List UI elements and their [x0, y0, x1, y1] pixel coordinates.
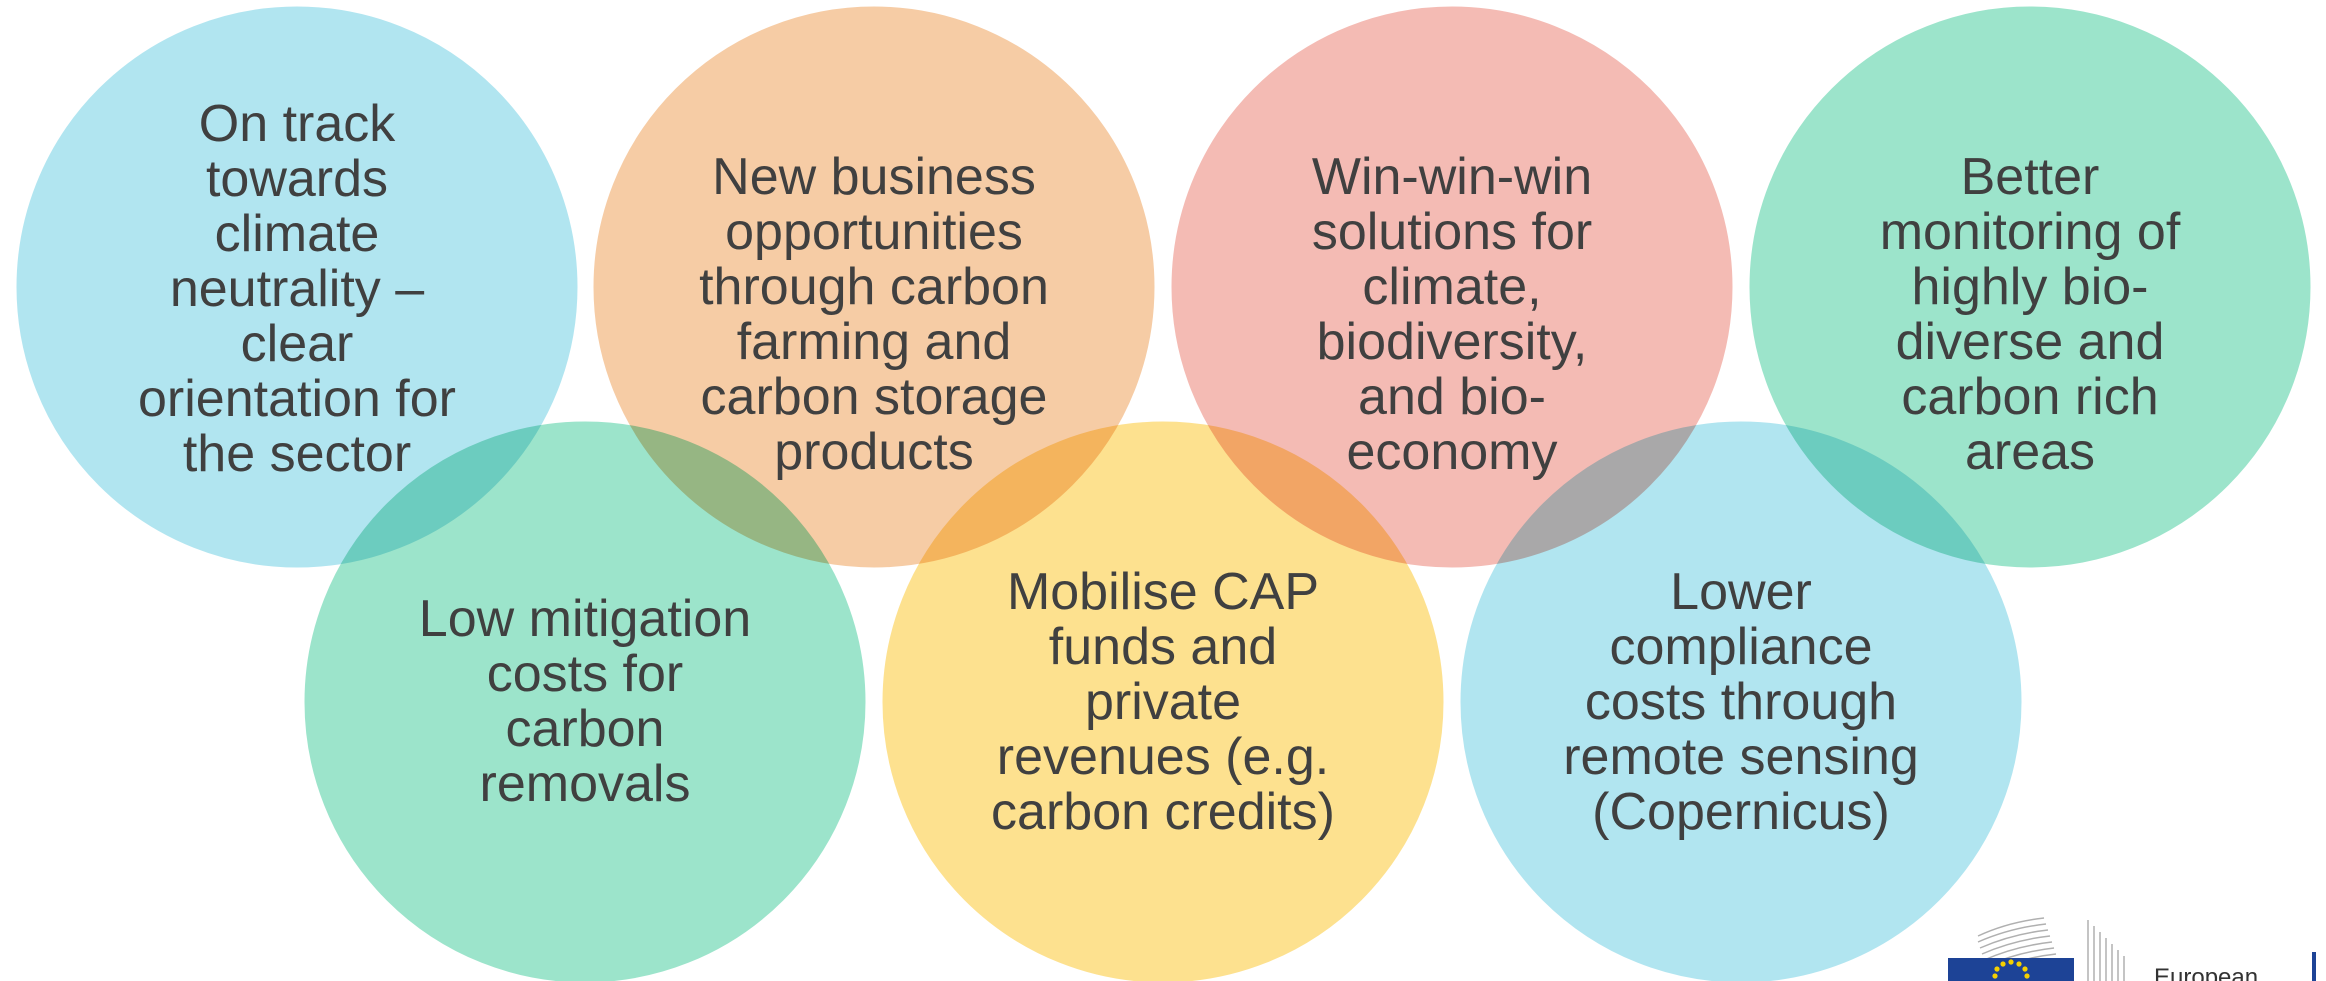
- label-line: Better: [1960, 148, 2100, 206]
- label-line: farming and: [736, 313, 1012, 371]
- circle-3: [1168, 3, 1736, 571]
- label-line: funds and: [1048, 617, 1278, 676]
- label-line: neutrality –: [169, 259, 425, 318]
- label-line: New business: [712, 148, 1036, 206]
- label-line: (Copernicus): [1592, 782, 1890, 841]
- label-line: Low mitigation: [418, 590, 752, 648]
- label-line: highly bio-: [1911, 258, 2149, 316]
- label-line: clear: [240, 314, 354, 373]
- label-line: remote sensing: [1563, 727, 1919, 786]
- label-line: orientation for: [138, 369, 456, 428]
- european-commission-logo: European: [1948, 916, 2326, 981]
- label-line: Lower: [1670, 562, 1812, 621]
- circle-5: [301, 418, 869, 981]
- label-line: carbon storage: [700, 368, 1048, 426]
- label-line: On track: [198, 94, 396, 153]
- label-line: biodiversity,: [1316, 313, 1588, 371]
- label-line: climate: [214, 204, 380, 263]
- label-line: solutions for: [1311, 203, 1593, 261]
- label-line: carbon: [505, 700, 665, 758]
- label-line: Win-win-win: [1311, 148, 1593, 206]
- label-line: diverse and: [1895, 313, 2165, 371]
- label-line: the sector: [182, 424, 412, 483]
- circle-4: [1746, 3, 2314, 571]
- label-line: monitoring of: [1879, 203, 2181, 261]
- label-line: and bio-: [1358, 368, 1546, 426]
- circle-2: [590, 3, 1158, 571]
- label-line: costs for: [486, 645, 684, 703]
- label-line: costs through: [1584, 672, 1898, 731]
- label-line: carbon rich: [1901, 368, 2159, 426]
- label-line: opportunities: [725, 203, 1023, 261]
- label-line: areas: [1964, 423, 2096, 481]
- label-line: through carbon: [699, 258, 1049, 316]
- label-line: private: [1084, 672, 1242, 731]
- european-wordmark: European: [2154, 964, 2259, 981]
- label-line: economy: [1346, 423, 1558, 481]
- label-line: removals: [479, 755, 691, 813]
- label-line: products: [774, 423, 974, 481]
- label-line: climate,: [1362, 258, 1542, 316]
- label-line: towards: [205, 149, 389, 208]
- circle-7: [1457, 418, 2025, 981]
- label-line: carbon credits): [991, 782, 1335, 841]
- label-line: Mobilise CAP: [1006, 562, 1320, 621]
- eu-flag-icon: [1948, 958, 2074, 981]
- label-line: compliance: [1609, 617, 1873, 676]
- circle-1: [13, 3, 581, 571]
- circle-6: [879, 418, 1447, 981]
- label-line: revenues (e.g.: [996, 727, 1330, 786]
